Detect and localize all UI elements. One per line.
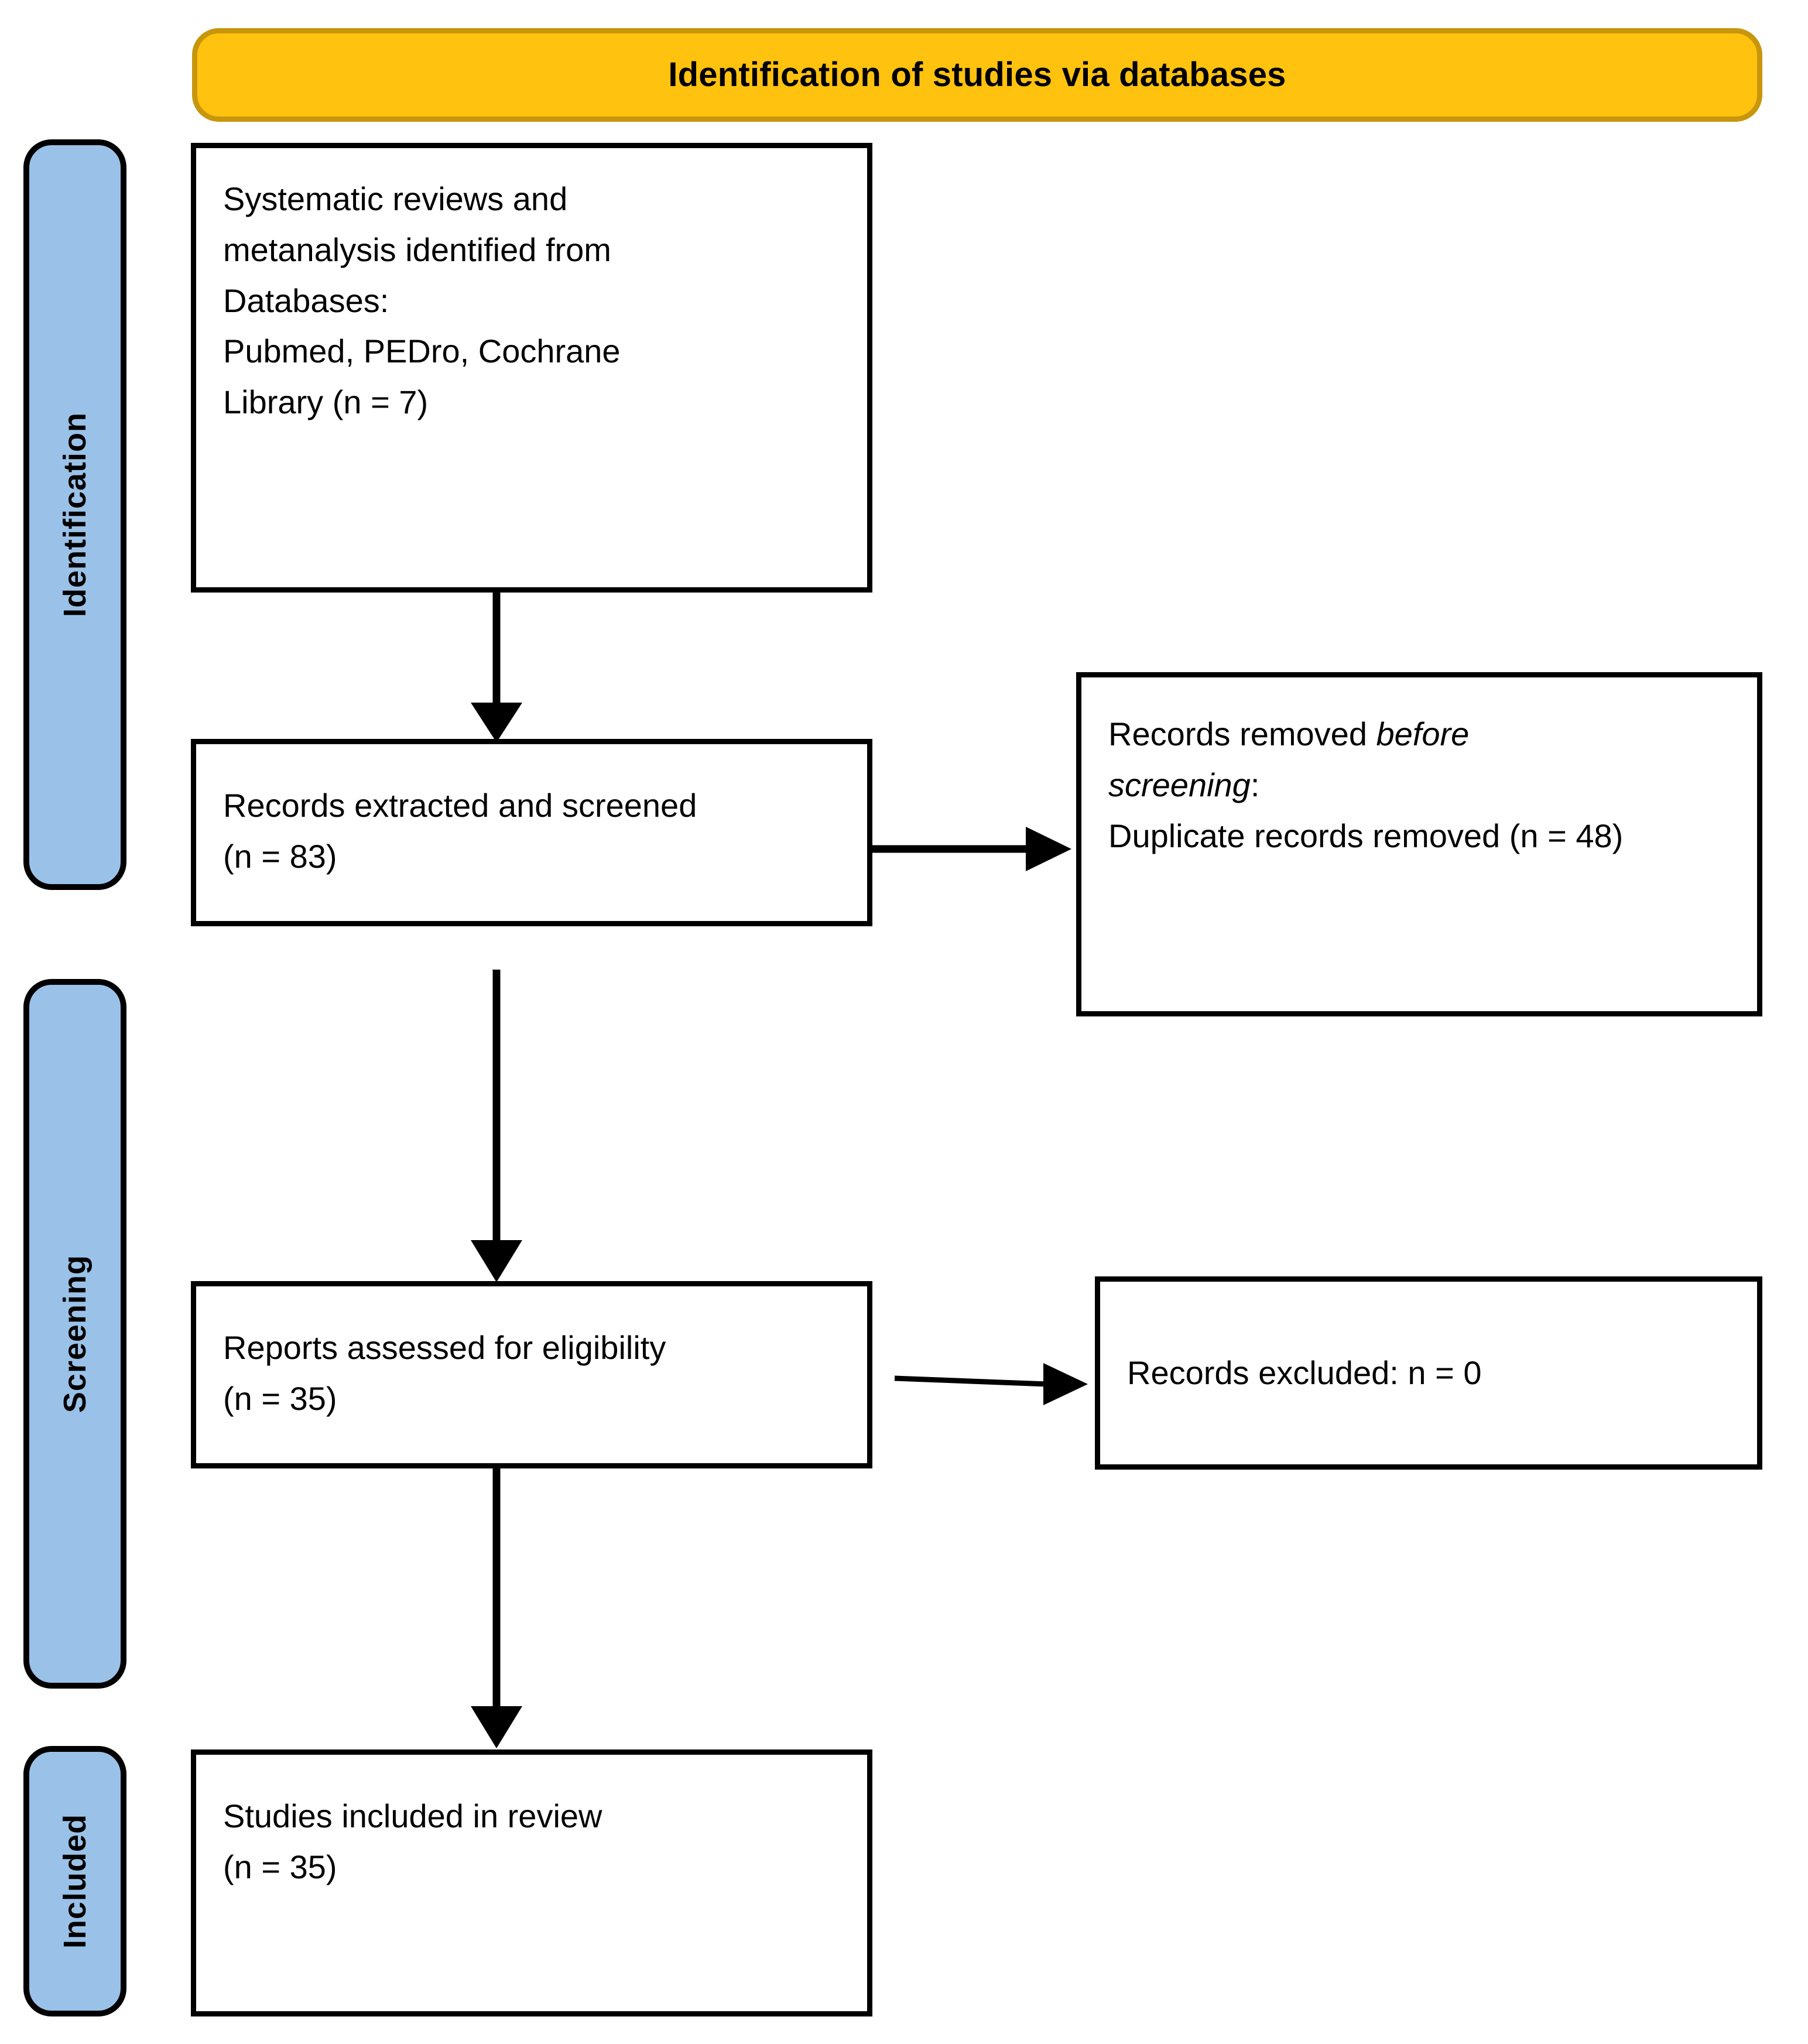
stage-label-screening-text: Screening [57, 1254, 93, 1413]
box-records-screened: Records extracted and screened (n = 83) [191, 739, 872, 926]
box-records-screened-line-2: (n = 83) [223, 837, 337, 875]
box-records-removed-line-2: screening: [1108, 760, 1734, 811]
box-reports-assessed-line-2: (n = 35) [223, 1379, 337, 1417]
box-records-removed-line-1-italic: before [1376, 715, 1470, 752]
box-records-identified-line-1: Systematic reviews and [223, 180, 568, 217]
box-records-identified-line-4: Pubmed, PEDro, Cochrane [223, 333, 621, 370]
stage-label-identification-text: Identification [57, 412, 93, 617]
box-records-identified: Systematic reviews and metanalysis ident… [191, 143, 872, 593]
banner-title: Identification of studies via databases [668, 56, 1286, 94]
connector-screened-to-assessed [461, 970, 532, 1282]
stage-label-identification: Identification [23, 139, 126, 890]
stage-label-included: Included [23, 1746, 126, 2016]
box-reports-assessed-line-1: Reports assessed for eligibility [223, 1329, 666, 1366]
connector-assessed-to-excluded [894, 1347, 1088, 1417]
box-records-excluded: Records excluded: n = 0 [1095, 1276, 1762, 1470]
box-records-removed: Records removed before screening: Duplic… [1076, 672, 1762, 1016]
box-records-identified-line-3: Databases: [223, 282, 389, 319]
connector-assessed-to-included [461, 1468, 532, 1748]
box-studies-included: Studies included in review (n = 35) [191, 1749, 872, 2016]
box-records-screened-line-1: Records extracted and screened [223, 787, 697, 824]
box-records-identified-line-2: metanalysis identified from [223, 231, 611, 268]
box-records-identified-line-5: Library (n = 7) [223, 384, 429, 421]
connector-screened-to-removed [872, 814, 1071, 884]
box-studies-included-line-1: Studies included in review [223, 1798, 602, 1834]
box-records-excluded-line-1: Records excluded: n = 0 [1127, 1354, 1482, 1391]
box-records-removed-line-1-plain: Records removed [1108, 715, 1376, 752]
box-records-removed-line-2-italic: screening [1108, 766, 1251, 803]
connector-identified-to-screened [461, 593, 532, 742]
box-reports-assessed: Reports assessed for eligibility (n = 35… [191, 1281, 872, 1468]
box-records-removed-line-1: Records removed before [1108, 709, 1734, 760]
stage-label-included-text: Included [57, 1813, 93, 1949]
box-studies-included-line-2: (n = 35) [223, 1848, 337, 1885]
stage-label-screening: Screening [23, 979, 126, 1689]
box-records-removed-line-3: Duplicate records removed (n = 48) [1108, 817, 1624, 854]
diagram-banner: Identification of studies via databases [192, 28, 1762, 122]
box-records-removed-line-2-plain: : [1250, 766, 1260, 803]
